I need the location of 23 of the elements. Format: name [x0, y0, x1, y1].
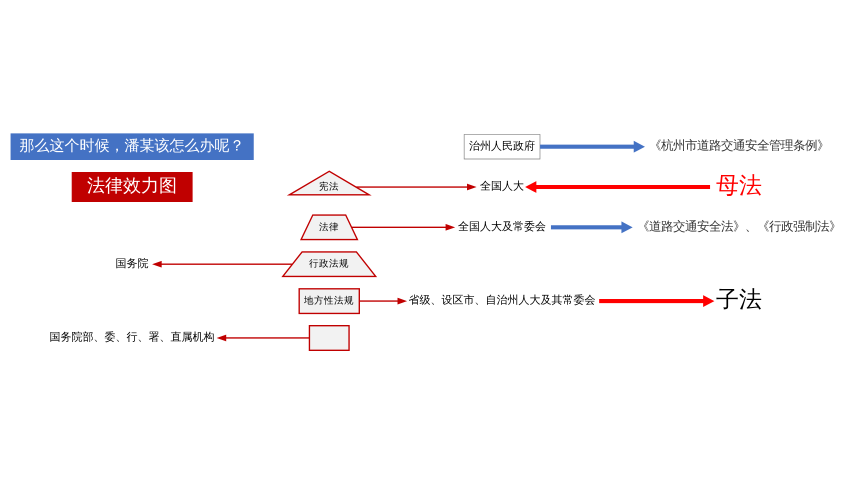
node-text: 国务院部、委、行、署、直属机构: [50, 330, 215, 344]
node-box: 治州人民政府: [464, 134, 540, 160]
node-text: 子法: [716, 287, 762, 314]
node-text: 《道路交通安全法》、《行政强制法》: [636, 219, 841, 234]
node-box: 地方性法规: [298, 288, 360, 314]
node-text: 省级、设区市、自治州人大及其常委会: [408, 294, 596, 307]
node-text: 国务院: [116, 256, 149, 270]
arrow: [550, 221, 633, 234]
node-text: 《杭州市道路交通安全管理条例》: [648, 138, 829, 153]
arrow: [540, 140, 645, 153]
arrow: [356, 184, 477, 190]
node-text: 全国人大及常委会: [458, 220, 546, 233]
arrow: [352, 224, 456, 231]
node-text: 母法: [716, 172, 762, 199]
arrow: [359, 298, 408, 304]
node-box: [308, 325, 350, 351]
diagram-title: 法律效力图: [87, 175, 178, 196]
arrow: [599, 295, 714, 307]
arrow: [152, 260, 292, 268]
arrow: [525, 181, 710, 193]
arrow: [216, 334, 310, 342]
node-text: 全国人大: [480, 180, 524, 193]
node-box: 那么这个时候，潘某该怎么办呢？: [10, 133, 254, 160]
